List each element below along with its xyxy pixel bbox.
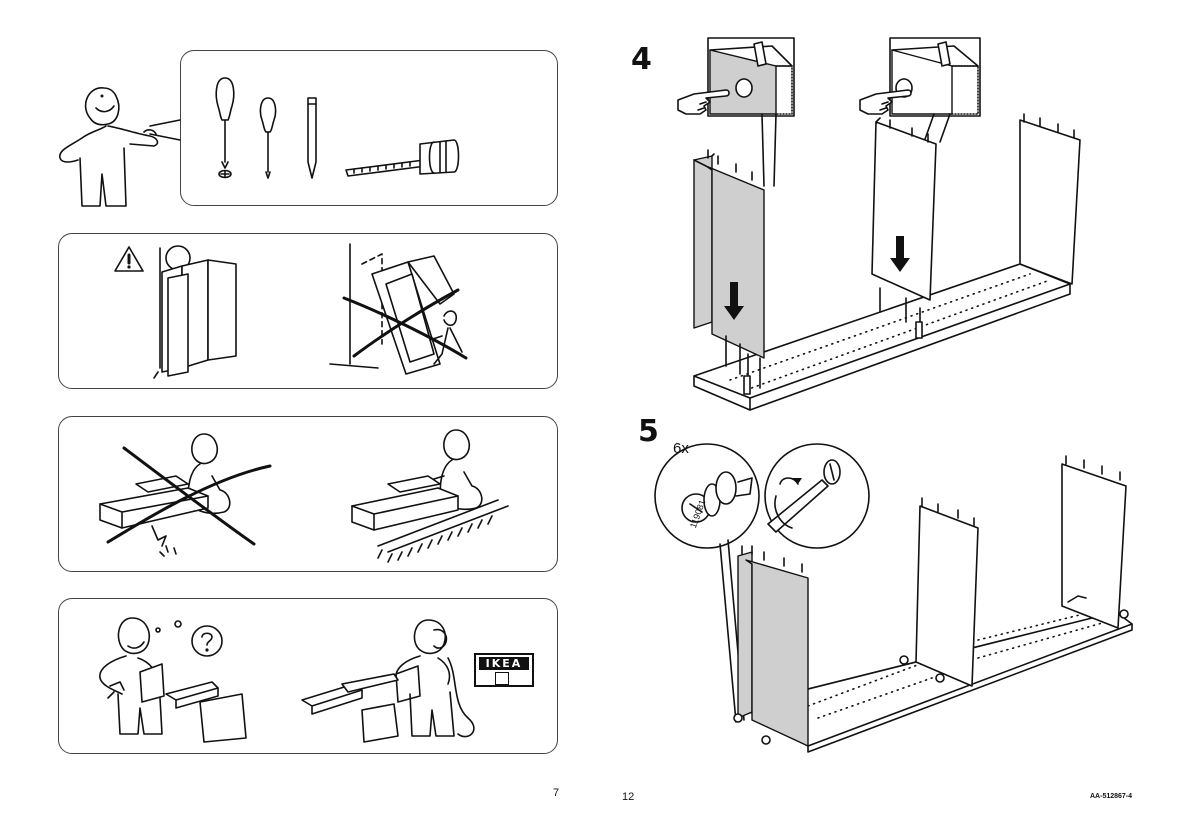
- step-5-number: 5: [638, 414, 659, 449]
- store-door: [495, 672, 509, 685]
- cross-out-icon: [342, 288, 468, 360]
- speech-pointer: [149, 119, 181, 141]
- pencil-icon: [307, 97, 317, 179]
- wall-anchoring-panel: [58, 233, 558, 389]
- person-on-rug-icon: [351, 429, 509, 563]
- screwdriver-turn-detail: [764, 443, 870, 549]
- person-on-floor-crossed-icon: [99, 433, 231, 557]
- step-4-assembly: [693, 113, 1081, 411]
- cam-lock-detail: [654, 443, 760, 549]
- screwdriver-phillips-icon: [215, 77, 235, 179]
- confused-person-icon: [99, 617, 247, 743]
- store-sign-brand: IKEA: [479, 657, 529, 670]
- warning-icon: [114, 246, 144, 272]
- screwdriver-flat-icon: [259, 97, 277, 179]
- tools-panel: [180, 50, 558, 206]
- work-surface-panel: [58, 416, 558, 572]
- wall-anchor-icon: [153, 245, 237, 379]
- document-code: AA-512867-4: [1090, 793, 1133, 800]
- step-4-detail-left: [707, 37, 795, 187]
- pointing-hand-icon: [859, 89, 912, 115]
- arrow-down-icon: [724, 282, 744, 320]
- person-pointing-icon: [59, 87, 159, 207]
- tape-measure-icon: [345, 139, 460, 177]
- step-5-quantity: 6x: [673, 440, 689, 457]
- store-sign-icon: IKEA: [474, 653, 534, 687]
- step-4-number: 4: [631, 42, 652, 77]
- arrow-down-icon: [890, 236, 910, 272]
- person-phone-icon: [301, 619, 475, 743]
- question-mark-icon: [191, 625, 223, 657]
- right-page-number: 12: [622, 791, 635, 803]
- cross-out-icon: [106, 446, 272, 546]
- pointing-hand-icon: [677, 89, 730, 115]
- step-5-assembly: [733, 455, 1133, 753]
- left-page-number: 7: [553, 787, 560, 799]
